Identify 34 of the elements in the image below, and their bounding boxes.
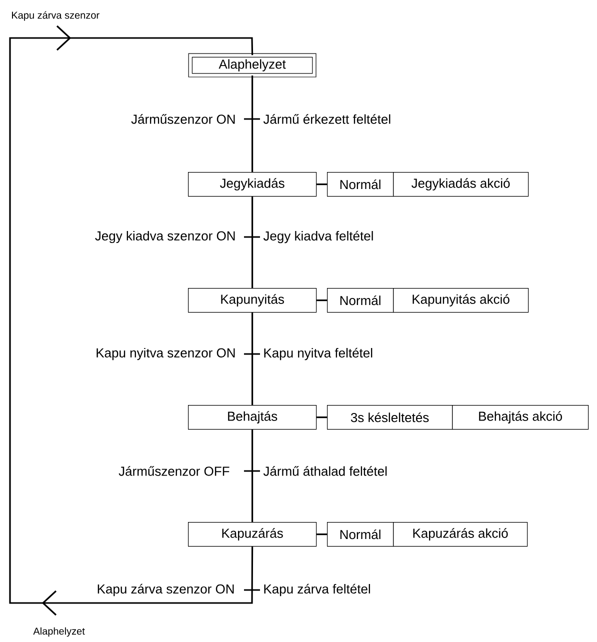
- step-box: Kapuzárás: [188, 522, 317, 547]
- sensor-label: Járműszenzor ON: [131, 114, 235, 124]
- action-box: 3s késleltetés: [327, 405, 453, 430]
- action-link: [316, 300, 327, 302]
- flow-line: [252, 76, 254, 172]
- transition-label: Kapu nyitva feltétel: [262, 346, 374, 362]
- action-box: Normál: [327, 522, 394, 547]
- sensor-label: Jegy kiadva szenzor ON: [95, 230, 235, 244]
- action-box: Kapunyitás akció: [393, 288, 529, 313]
- action-box: Kapuzárás akció: [393, 522, 528, 547]
- step-box: Kapunyitás: [188, 288, 317, 313]
- flow-line: [252, 196, 254, 288]
- step-box: Behajtás: [188, 405, 317, 430]
- action-link: [316, 184, 327, 186]
- sensor-label: Járműszenzor OFF: [118, 466, 230, 476]
- initial-step-box: Alaphelyzet: [188, 53, 316, 78]
- step-box: Jegykiadás: [188, 172, 317, 197]
- action-link: [316, 534, 327, 536]
- flow-line: [252, 312, 254, 405]
- action-box: Jegykiadás akció: [393, 172, 529, 197]
- port-label: Kapu zárva szenzor: [12, 11, 100, 21]
- flow-line: [252, 430, 254, 522]
- transition-label: Jármű érkezett feltétel: [262, 113, 392, 125]
- action-box: Behajtás akció: [452, 405, 589, 430]
- action-box: Normál: [327, 172, 394, 197]
- action-box: Normál: [327, 288, 394, 313]
- sensor-label: Kapu nyitva szenzor ON: [96, 348, 235, 360]
- port-label: Alaphelyzet: [33, 627, 85, 637]
- loop-arrow: [9, 25, 254, 616]
- action-link: [316, 416, 327, 418]
- transition-label: Jármű áthalad feltétel: [262, 465, 388, 477]
- transition-label: Jegy kiadva feltétel: [262, 230, 375, 244]
- transition-label: Kapu zárva feltétel: [262, 582, 372, 598]
- sensor-label: Kapu zárva szenzor ON: [98, 584, 234, 596]
